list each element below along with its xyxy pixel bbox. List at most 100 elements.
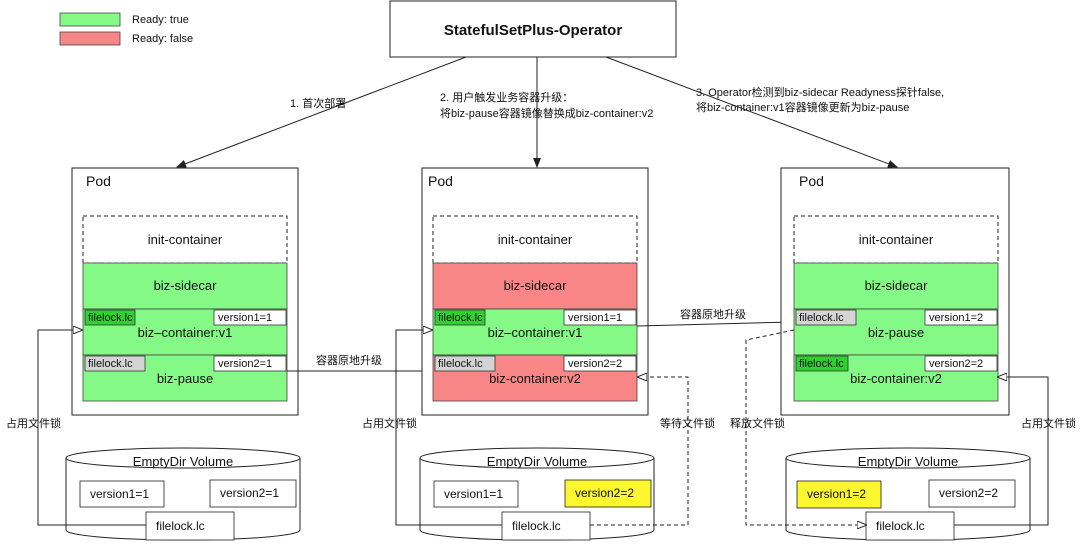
pod-2-wait-connector — [590, 377, 689, 526]
volume-3-title: EmptyDir Volume — [858, 454, 958, 469]
volume-2-title: EmptyDir Volume — [487, 454, 587, 469]
transition-2-arrow — [636, 318, 793, 327]
transition-2-label: 容器原地升级 — [680, 307, 746, 321]
pod-3-c2-version-text: version2=2 — [929, 358, 983, 370]
pod-2-wait-label: 等待文件锁 — [660, 416, 715, 430]
volume-2-v1-text: version1=1 — [444, 487, 503, 501]
legend-label-ready-true: Ready: true — [132, 14, 189, 26]
pod-2-sidecar — [432, 262, 638, 310]
pod-2-c1-label: biz–container:v1 — [488, 325, 583, 340]
pod-1-c2-lock-badge — [84, 355, 146, 372]
pod-1-c2-version-badge — [213, 355, 287, 372]
volume-2-v1-file — [433, 480, 519, 508]
volume-1-v2-file — [209, 479, 297, 508]
pod-1-init-label: init-container — [148, 232, 223, 247]
pod-3-c1-version-badge — [924, 309, 998, 326]
volume-1-v1-file — [79, 480, 165, 508]
pod-3-c1-lock-badge — [795, 309, 857, 326]
operator-box: StatefulSetPlus-Operator — [389, 0, 677, 58]
pod-2-title: Pod — [428, 173, 453, 189]
pod-1-side-label: 占用文件锁 — [6, 416, 61, 430]
pod-1-lock-connector — [37, 330, 146, 526]
pod-2-sidecar-label: biz-sidecar — [504, 278, 568, 293]
pod-3-release-connector — [745, 329, 866, 525]
pod-2-side-label: 占用文件锁 — [362, 416, 417, 430]
pod-3-c1-lock-text: filelock.lc — [799, 312, 844, 324]
pod-2-lock-connector — [395, 330, 502, 526]
pod-1: Pod init-container biz-sidecar filelock.… — [71, 167, 299, 416]
legend-label-ready-false: Ready: false — [132, 33, 193, 45]
volume-1-lockfile — [145, 511, 235, 541]
step3-label-line1: 3. Operator检测到biz-sidecar Readyness探针fal… — [696, 85, 944, 99]
pod-1-sidecar-label: biz-sidecar — [154, 278, 218, 293]
step3-label-line2: 将biz-container:v1容器镜像更新为biz-pause — [696, 100, 909, 114]
volume-1-lockfile-text: filelock.lc — [156, 519, 205, 533]
legend-swatch-ready-true — [59, 12, 121, 27]
volume-3-v1-file — [796, 480, 882, 509]
pod-2-c2-label: biz-container:v2 — [489, 371, 581, 386]
pod-1-c2-lock-text: filelock.lc — [88, 358, 133, 370]
pod-2-c1-version-text: version1=1 — [568, 312, 622, 324]
transition-1-label: 容器原地升级 — [316, 353, 382, 367]
pod-2-c1-lock-badge — [434, 309, 486, 326]
legend-swatch-ready-false — [59, 31, 121, 46]
pod-3-c2-lock-text: filelock.lc — [799, 358, 844, 370]
volume-3-v2-file — [928, 479, 1016, 508]
pod-1-c1-label: biz–container:v1 — [138, 325, 233, 340]
pod-2-init-container — [432, 215, 638, 264]
volume-2-lockfile-text: filelock.lc — [512, 519, 561, 533]
pod-3-c1-version-text: version1=2 — [929, 312, 983, 324]
pod-2-c1-version-badge — [563, 309, 637, 326]
pod-2-init-label: init-container — [498, 232, 573, 247]
pod-1-c1-version-text: version1=1 — [218, 312, 272, 324]
pod-3-c2-label: biz-container:v2 — [850, 371, 942, 386]
volume-1-v1-text: version1=1 — [90, 487, 149, 501]
pod-1-c1-lock-text: filelock.lc — [88, 312, 133, 324]
pod-3-title: Pod — [799, 173, 824, 189]
pod-3: Pod init-container biz-sidecar filelock.… — [780, 167, 1010, 416]
pod-3-init-label: init-container — [859, 232, 934, 247]
pod-3-release-label: 释放文件锁 — [730, 416, 785, 430]
step3-arrow — [605, 56, 898, 168]
pod-1-title: Pod — [86, 173, 111, 189]
volume-3: EmptyDir Volume version1=2 version2=2 fi… — [785, 447, 1031, 541]
pod-2: Pod init-container biz-sidecar filelock.… — [421, 167, 649, 416]
pod-1-c1-lock-badge — [84, 309, 136, 326]
legend: Ready: true Ready: false — [59, 12, 193, 46]
operator-title: StatefulSetPlus-Operator — [444, 22, 623, 39]
pod-3-side-label: 占用文件锁 — [1021, 416, 1076, 430]
pod-3-lock-connector — [954, 377, 1049, 526]
volume-3-lockfile-text: filelock.lc — [876, 519, 925, 533]
pod-2-c2-lock-badge — [434, 355, 496, 372]
pod-1-init-container — [82, 215, 288, 264]
pod-2-c1-lock-text: filelock.lc — [438, 312, 483, 324]
pod-1-c1-version-badge — [213, 309, 287, 326]
volume-1-title: EmptyDir Volume — [133, 454, 233, 469]
pod-2-c2-version-badge — [563, 355, 637, 372]
pod-3-c1-label: biz-pause — [868, 325, 924, 340]
step1-arrow — [176, 56, 467, 168]
pod-3-sidecar-label: biz-sidecar — [865, 278, 929, 293]
pod-3-sidecar — [793, 262, 999, 310]
volume-2-v2-text: version2=2 — [575, 486, 634, 500]
pod-1-c2-version-text: version2=1 — [218, 358, 272, 370]
step2-label-line2: 将biz-pause容器镜像替换成biz-container:v2 — [440, 106, 653, 120]
pod-2-c2-lock-text: filelock.lc — [438, 358, 483, 370]
pod-3-init-container — [793, 215, 999, 264]
pod-1-sidecar — [82, 262, 288, 310]
volume-2: EmptyDir Volume version1=1 version2=2 fi… — [419, 447, 655, 541]
volume-1: EmptyDir Volume version1=1 version2=1 fi… — [65, 447, 301, 541]
step2-label-line1: 2. 用户触发业务容器升级： — [440, 90, 573, 104]
volume-1-v2-text: version2=1 — [220, 486, 279, 500]
volume-3-lockfile — [865, 511, 955, 541]
pod-2-c2-version-text: version2=2 — [568, 358, 622, 370]
step1-label: 1. 首次部署 — [290, 96, 346, 110]
volume-3-v1-text: version1=2 — [807, 487, 866, 501]
volume-3-v2-text: version2=2 — [939, 486, 998, 500]
volume-2-lockfile — [501, 511, 591, 541]
pod-1-c2-label: biz-pause — [157, 371, 213, 386]
pod-3-c2-version-badge — [924, 355, 998, 372]
pod-3-c2-lock-badge — [795, 355, 849, 372]
volume-2-v2-file — [564, 479, 652, 508]
